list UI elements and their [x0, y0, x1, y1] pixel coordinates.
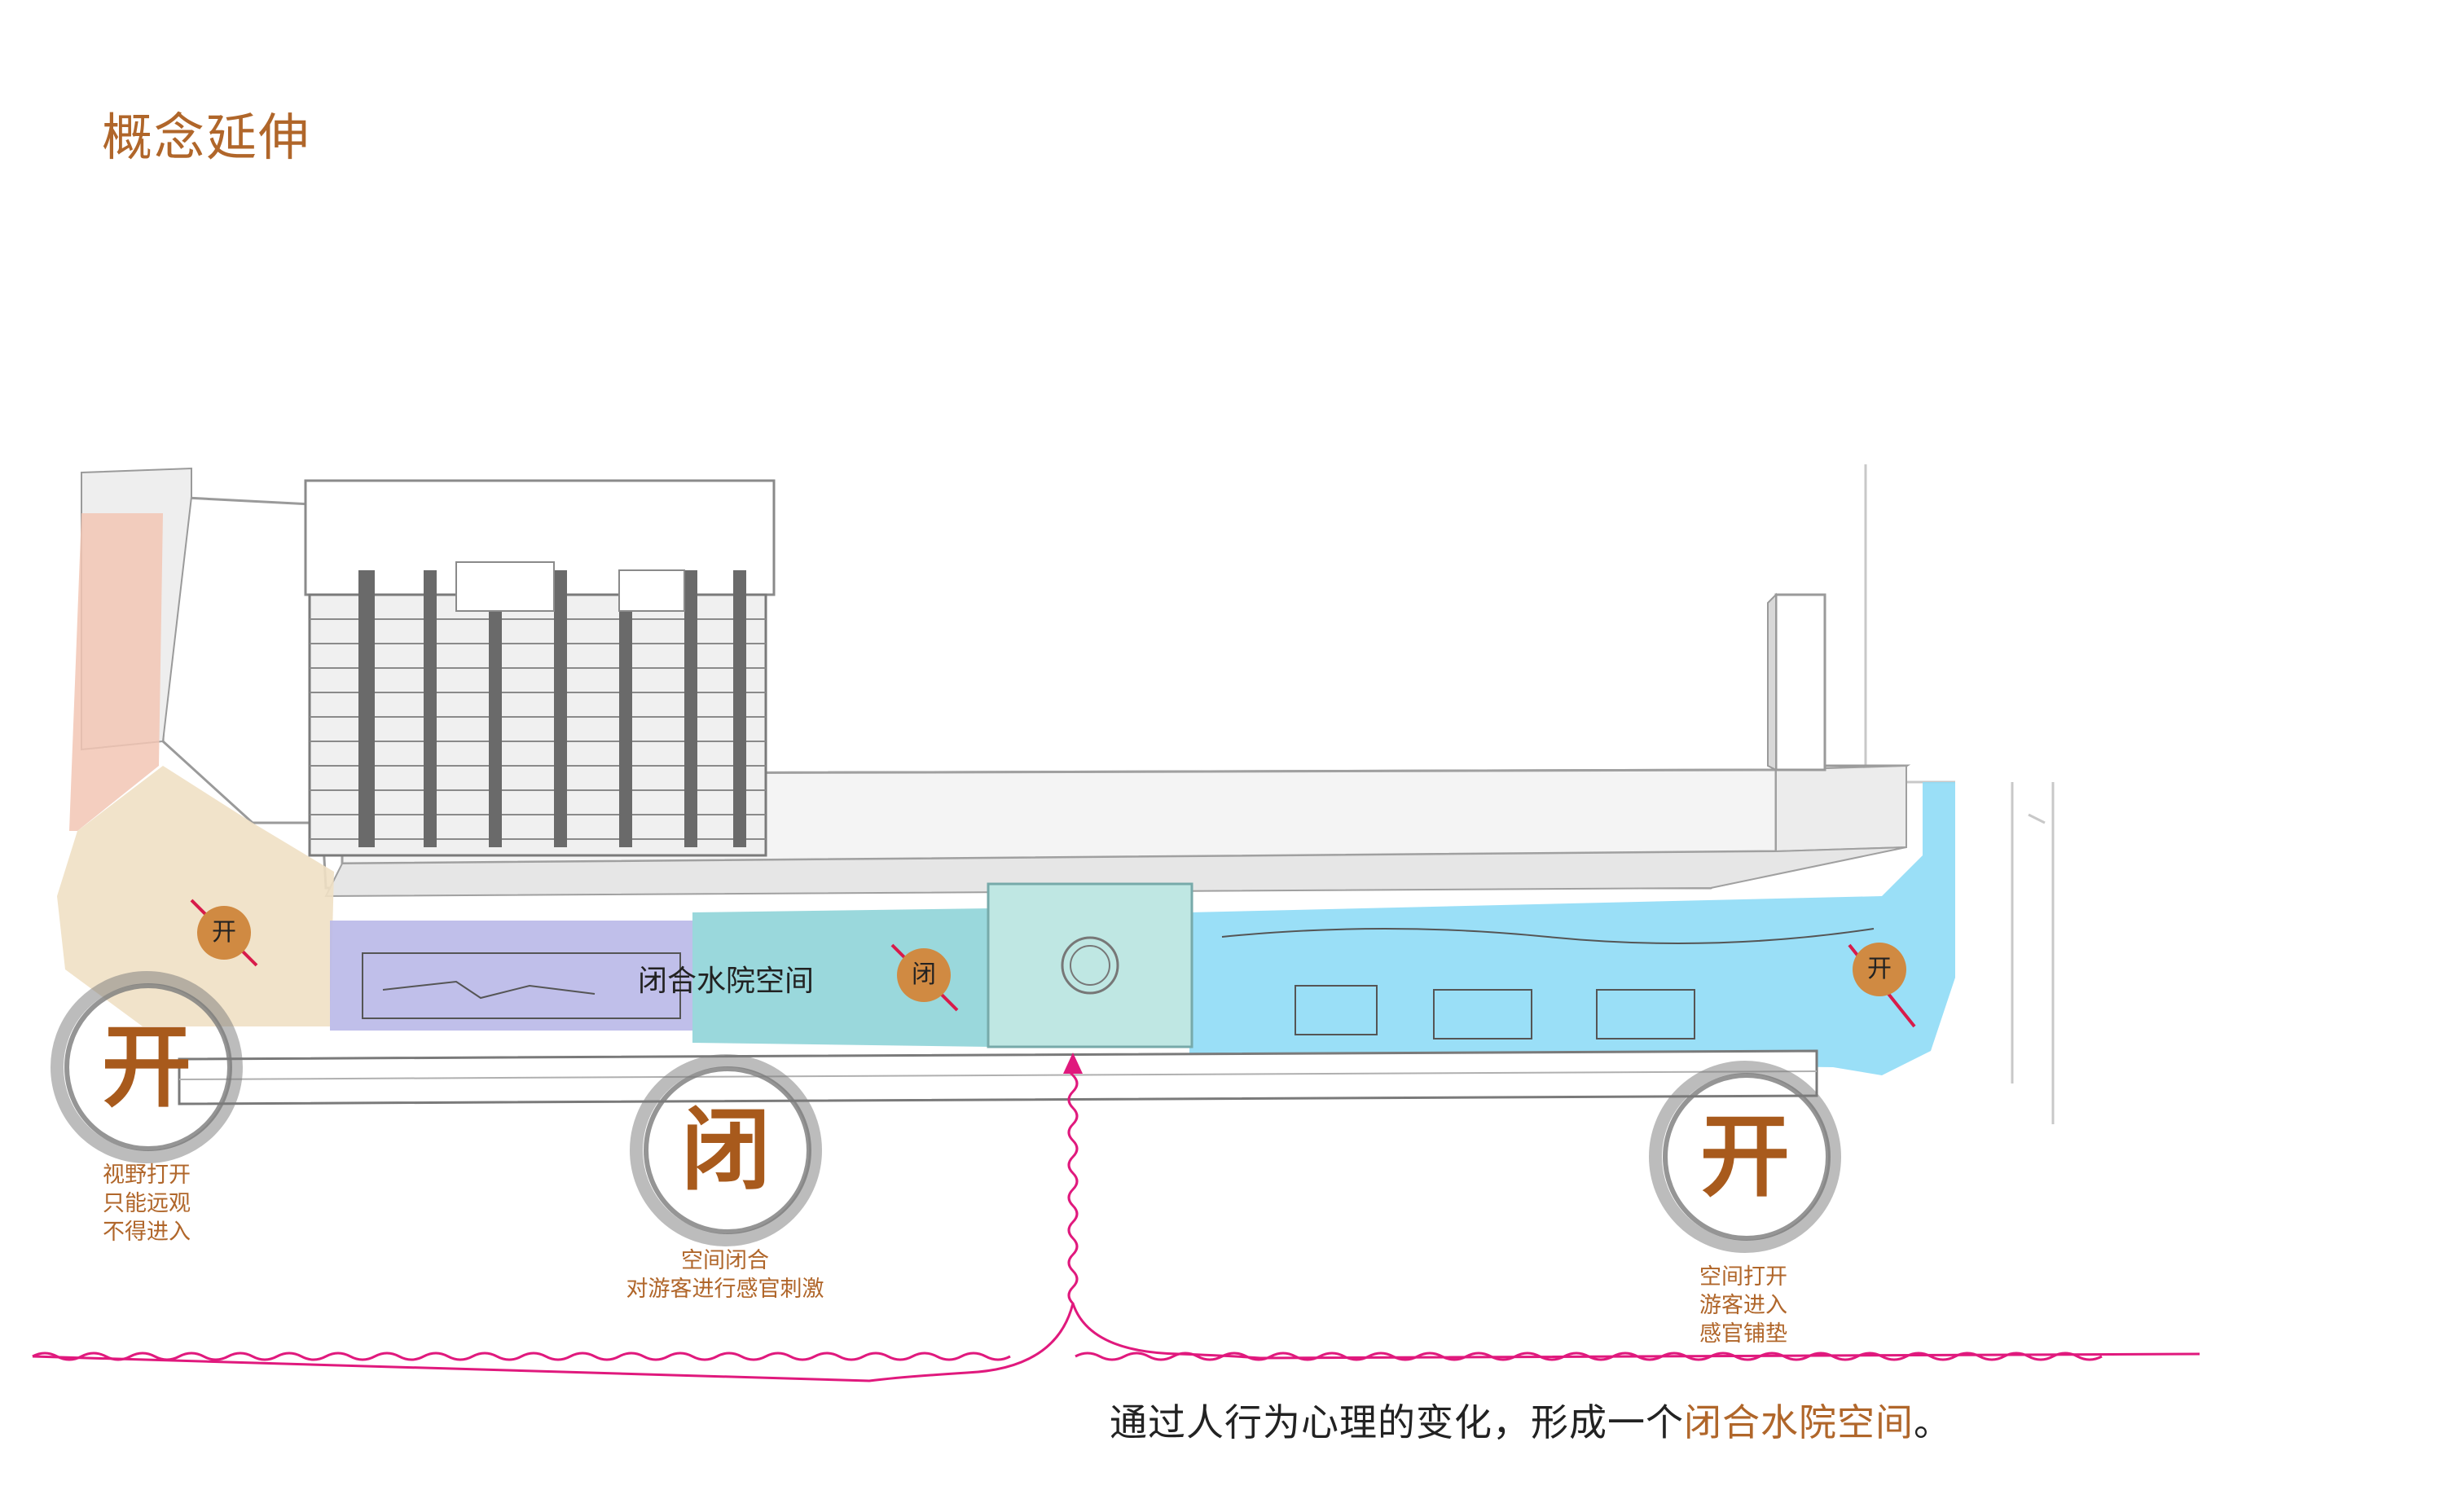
tower-building: [304, 479, 776, 857]
courtyard-zone-label: 闭合水院空间: [638, 965, 815, 998]
seal-caption-3: 空间打开 游客进入 感官铺垫: [1699, 1264, 1787, 1347]
seal-ring-2: [630, 1054, 822, 1246]
summary-highlight: 闭合水院空间: [1684, 1400, 1914, 1444]
seal-caption-2: 空间闭合 对游客进行感官刺激: [626, 1248, 824, 1302]
zone-purple: [330, 921, 692, 1031]
marker-open-right: 开: [1867, 955, 1892, 983]
zone-pink: [69, 513, 163, 831]
marker-circle-3: [1853, 943, 1906, 996]
marker-circle-1: [197, 906, 251, 960]
seal-char-closed: 闭: [681, 1097, 771, 1202]
zone-blue: [1189, 782, 1955, 1075]
zone-teal: [692, 908, 990, 1047]
seal-ring-3: [1649, 1061, 1841, 1253]
courtyard-details: [362, 928, 1875, 1040]
marker-circle-2: [897, 948, 951, 1002]
seal-ring-1: [51, 971, 243, 1163]
summary-prefix: 通过人行为心理的变化，形成一个: [1110, 1400, 1684, 1444]
road-strip: [178, 1049, 1818, 1105]
seal-char-open-left: 开: [102, 1014, 191, 1119]
summary-suffix: 。: [1914, 1400, 1952, 1444]
marker-open-left: 开: [212, 918, 236, 947]
marker-closed-center: 闭: [912, 960, 936, 989]
summary-text: 通过人行为心理的变化，形成一个闭合水院空间。: [1110, 1393, 1952, 1447]
page-title: 概念延伸: [102, 108, 311, 167]
magenta-wave-line: [32, 1352, 1011, 1361]
central-plaza: [987, 882, 1193, 1048]
zone-beige: [57, 766, 334, 1026]
movement-path-right: [1071, 1303, 2200, 1360]
seal-char-open-right: 开: [1700, 1104, 1790, 1209]
arrow-head: [1063, 1053, 1083, 1074]
seal-caption-1: 视野打开 只能远观 不得进入: [103, 1163, 191, 1245]
